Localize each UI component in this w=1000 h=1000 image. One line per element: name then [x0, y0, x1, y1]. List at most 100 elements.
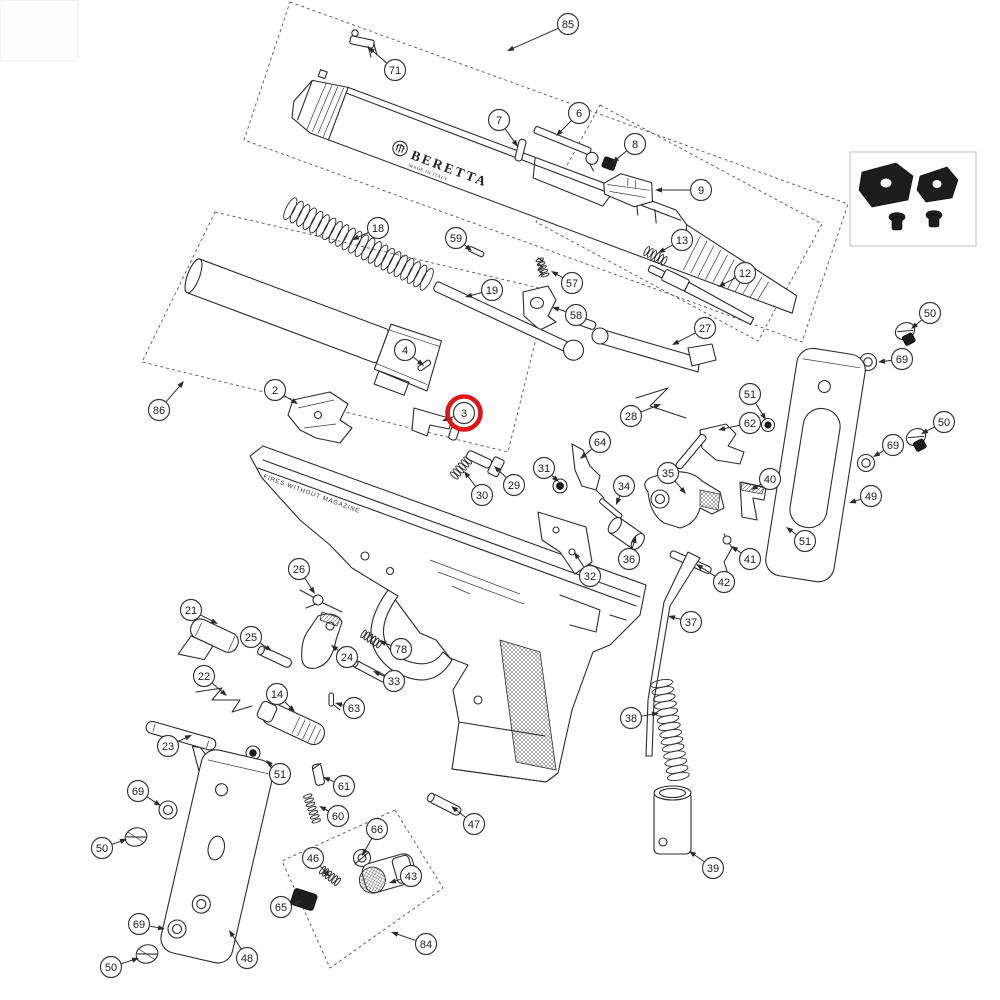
pin-47	[426, 792, 462, 816]
callout-19: 19	[465, 278, 504, 302]
grip-screw-left	[888, 212, 906, 231]
callout-43: 43	[389, 864, 423, 888]
callout-51: 51	[786, 527, 817, 553]
callout-number: 9	[698, 185, 704, 197]
trigger-24	[301, 611, 343, 669]
callout-number: 58	[570, 310, 582, 322]
callout-number: 35	[662, 468, 674, 480]
boundary-mag-release-group-84	[281, 809, 444, 969]
rear-sight-blade-71	[349, 29, 378, 58]
small-catch-63	[328, 692, 341, 711]
callout-number: 46	[307, 853, 319, 865]
callout-number: 51	[274, 769, 286, 781]
recoil-guide-rod-19	[433, 281, 585, 361]
callout-number: 12	[739, 268, 751, 280]
callout-number: 18	[372, 223, 384, 235]
beretta-trident-logo	[392, 140, 408, 157]
mag-button-block-65	[290, 888, 318, 911]
callout-number: 63	[348, 703, 360, 715]
frame: FIRES WITHOUT MAGAZINE	[249, 445, 647, 783]
callout-13: 13	[658, 228, 694, 253]
lever-41	[722, 533, 733, 575]
callout-number: 50	[96, 843, 108, 855]
callout-number: 64	[594, 437, 606, 449]
callout-33: 33	[373, 669, 406, 693]
callout-number: 51	[799, 536, 811, 548]
callout-50: 50	[921, 410, 956, 434]
callout-50: 50	[90, 836, 127, 860]
callout-number: 7	[496, 115, 502, 127]
clip-left-hole	[880, 178, 892, 188]
callout-number: 13	[676, 235, 688, 247]
callout-number: 29	[508, 480, 520, 492]
callout-7: 7	[487, 108, 518, 147]
mag-release-assembly-14	[256, 700, 326, 746]
callout-number: 84	[420, 939, 432, 951]
callout-35: 35	[656, 461, 686, 494]
callout-69: 69	[878, 347, 914, 371]
callout-42: 42	[696, 564, 736, 594]
recoil-pin-59	[467, 246, 485, 258]
callout-64: 64	[580, 430, 612, 459]
washer-69c	[158, 800, 178, 820]
callout-number: 19	[486, 285, 498, 297]
callout-4: 4	[393, 338, 424, 366]
callout-22: 22	[192, 664, 227, 696]
callout-number: 51	[744, 389, 756, 401]
callout-number: 47	[468, 819, 480, 831]
callout-3: 3	[442, 394, 483, 432]
callout-69: 69	[873, 433, 905, 457]
latch-pin-25	[257, 645, 293, 668]
callout-51: 51	[738, 382, 766, 420]
callout-number: 39	[707, 863, 719, 875]
callout-number: 60	[332, 811, 344, 823]
callout-38: 38	[619, 706, 659, 730]
wire-spring-22	[195, 687, 253, 713]
callout-26: 26	[287, 557, 315, 594]
slide-stop-27	[569, 314, 717, 373]
rear-sight-9	[603, 173, 654, 208]
callout-12: 12	[718, 261, 757, 287]
grub-screw-51a	[760, 417, 776, 433]
callout-number: 8	[632, 139, 638, 151]
pin-4	[417, 359, 432, 372]
sear-64	[571, 443, 605, 499]
callout-number: 31	[538, 463, 550, 475]
boundary-barrel-group-86	[141, 211, 549, 453]
callout-8: 8	[612, 132, 647, 163]
callout-69: 69	[127, 912, 165, 936]
callout-23: 23	[156, 734, 192, 758]
group-boundaries	[141, 1, 849, 969]
callout-84: 84	[391, 931, 438, 956]
callout-number: 57	[566, 278, 578, 290]
plunger-61	[311, 762, 325, 786]
callout-30: 30	[464, 471, 494, 507]
coil-springs	[283, 197, 690, 886]
callout-number: 86	[153, 405, 165, 417]
callout-78: 78	[379, 637, 413, 661]
callout-31: 31	[532, 456, 559, 482]
firing-pin-7	[514, 138, 527, 162]
callout-65: 65	[269, 895, 302, 919]
callout-number: 78	[395, 644, 407, 656]
callout-86: 86	[147, 381, 184, 422]
callout-number: 22	[198, 671, 210, 683]
callout-66: 66	[362, 817, 389, 856]
trigger-bar-spring-34	[599, 498, 623, 519]
retaining-clip-66	[352, 848, 372, 868]
washer-69d	[167, 919, 187, 939]
callout-number: 69	[133, 919, 145, 931]
takedown-latch-21	[177, 618, 239, 661]
callout-number: 36	[623, 554, 635, 566]
callout-63: 63	[335, 696, 366, 720]
callout-number: 24	[341, 652, 353, 664]
callout-number: 23	[162, 741, 174, 753]
callout-number: 71	[389, 65, 401, 77]
callout-number: 69	[132, 786, 144, 798]
callout-number: 21	[185, 605, 197, 617]
callout-number: 50	[105, 962, 117, 974]
callout-50: 50	[911, 301, 942, 329]
